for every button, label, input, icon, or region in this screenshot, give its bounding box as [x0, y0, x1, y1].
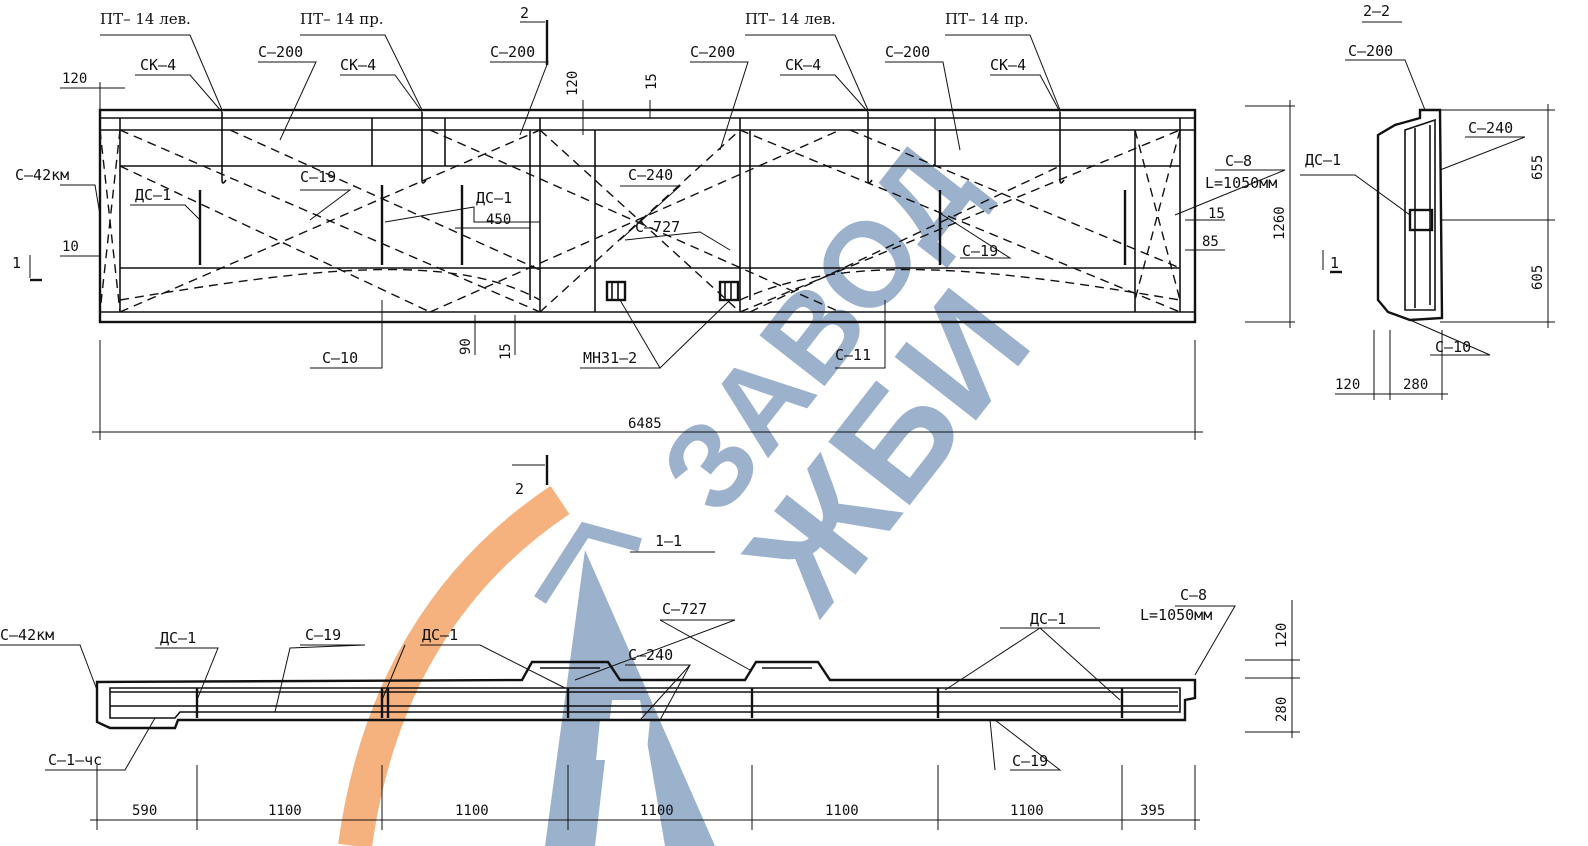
section11-label-c1: С–1–чс	[48, 751, 102, 769]
label-pt14-right-1: ПТ– 14 пр.	[300, 10, 384, 28]
label-c200-1: С–200	[258, 43, 303, 61]
section11-label-c727: С–727	[662, 600, 707, 618]
section-mark-2-bottom: 2	[515, 480, 524, 498]
label-c200-2: С–200	[490, 43, 535, 61]
section22-label-c240: С–240	[1468, 119, 1513, 137]
label-ck4-4: СК–4	[990, 56, 1026, 74]
section22-mark-1: 1	[1330, 254, 1339, 272]
section11-span-6: 1100	[1010, 803, 1044, 819]
section11-label-c42km: С–42км	[0, 626, 54, 644]
tower-crane-logo	[534, 521, 715, 846]
dim-90: 90	[458, 338, 474, 355]
section11-label-dc1-3: ДС–1	[1030, 610, 1066, 628]
dim-1260: 1260	[1272, 206, 1288, 240]
section22-dim-655: 655	[1530, 155, 1546, 180]
dim-15-top: 15	[644, 73, 660, 90]
dim-120-plan: 120	[62, 71, 87, 87]
section22-dim-120: 120	[1335, 377, 1360, 393]
section11-label-c240: С–240	[628, 646, 673, 664]
section11-span-2: 1100	[268, 803, 302, 819]
section22-label-dc1: ДС–1	[1305, 151, 1341, 169]
label-c42km: С–42км	[15, 166, 69, 184]
plan-view	[29, 20, 1295, 485]
section11-dim-280: 280	[1274, 697, 1290, 722]
label-c8: С–8	[1225, 152, 1252, 170]
label-pt14-right-2: ПТ– 14 пр.	[945, 10, 1029, 28]
dim-120-top: 120	[565, 71, 581, 96]
section22-label-c10: С–10	[1435, 338, 1471, 356]
label-pt14-left-2: ПТ– 14 лев.	[745, 10, 836, 28]
section-mark-1: 1	[12, 254, 21, 272]
section11-label-c8-length: L=1050мм	[1140, 606, 1212, 624]
label-pt14-left-1: ПТ– 14 лев.	[100, 10, 191, 28]
label-ck4-2: СК–4	[340, 56, 376, 74]
embedded-plate-mn31-1	[605, 280, 627, 302]
label-c19-1: С–19	[300, 168, 336, 186]
section11-label-dc1-1: ДС–1	[160, 629, 196, 647]
label-c10: С–10	[322, 349, 358, 367]
section11-span-7: 395	[1140, 803, 1165, 819]
section11-span-1: 590	[132, 803, 157, 819]
dim-15-right: 15	[1208, 206, 1225, 222]
section-mark-2-top: 2	[520, 4, 529, 22]
label-c240: С–240	[628, 166, 673, 184]
label-ck4-3: СК–4	[785, 56, 821, 74]
dim-6485: 6485	[628, 416, 662, 432]
section22-title: 2–2	[1363, 2, 1390, 20]
section11-label-c8: С–8	[1180, 586, 1207, 604]
label-dc1-2: ДС–1	[476, 189, 512, 207]
label-ck4-1: СК–4	[140, 56, 176, 74]
label-mn31: МН31–2	[583, 349, 637, 367]
section11-span-4: 1100	[640, 803, 674, 819]
label-c19-2: С–19	[962, 242, 998, 260]
dim-450-plan: 450	[486, 212, 511, 228]
embedded-plate-mn31-2	[718, 280, 740, 302]
section22-dim-280: 280	[1403, 377, 1428, 393]
label-dc1-1: ДС–1	[135, 186, 171, 204]
section22-dim-605: 605	[1530, 265, 1546, 290]
section-1-1	[0, 551, 1300, 830]
section-2-2	[1300, 21, 1555, 400]
section22-label-c200: С–200	[1348, 42, 1393, 60]
plan-outline	[98, 108, 1197, 324]
dim-85-right: 85	[1202, 234, 1219, 250]
label-c200-4: С–200	[885, 43, 930, 61]
section11-label-c19-1: С–19	[305, 626, 341, 644]
label-c8-length: L=1050мм	[1205, 174, 1277, 192]
section11-span-3: 1100	[455, 803, 489, 819]
watermark-orange-arc	[338, 485, 570, 846]
section11-span-5: 1100	[825, 803, 859, 819]
label-c200-3: С–200	[690, 43, 735, 61]
dim-15-bottom: 15	[498, 343, 514, 360]
dim-10-plan: 10	[62, 239, 79, 255]
section11-label-c19-2: С–19	[1012, 752, 1048, 770]
label-c11: С–11	[835, 346, 871, 364]
section11-dim-120: 120	[1274, 623, 1290, 648]
label-c727: С–727	[635, 218, 680, 236]
section11-title: 1–1	[655, 532, 682, 550]
section11-label-dc1-2: ДС–1	[422, 626, 458, 644]
